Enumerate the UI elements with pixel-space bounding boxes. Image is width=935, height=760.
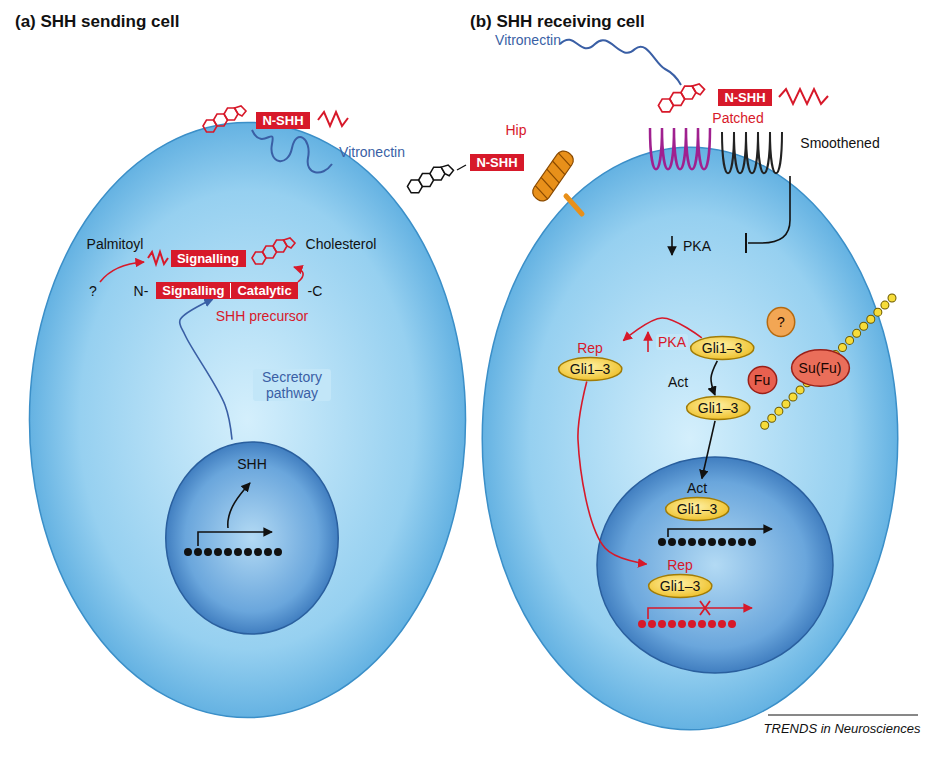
cholesterol-rings <box>407 165 453 193</box>
node-label: Rep <box>577 340 603 356</box>
gli-body: Gli1–3 <box>686 396 750 420</box>
protein-bar: N-SHH <box>256 112 310 129</box>
cell-membrane <box>25 110 470 730</box>
gli-body: Gli1–3 <box>558 357 622 381</box>
node-label: Act <box>687 480 707 496</box>
protein-bar: N-SHH <box>470 154 524 171</box>
text-label: Hip <box>505 122 526 138</box>
precursor-bar: Signalling Catalytic <box>156 282 298 299</box>
node-label: N-SHH <box>476 155 517 170</box>
text-label: TRENDS in Neurosciences <box>764 721 921 736</box>
node-label: Gli1–3 <box>698 400 738 416</box>
gli-ellipse <box>690 336 753 359</box>
protein-blob <box>748 367 776 394</box>
gli-body: Gli1–3 <box>648 574 712 598</box>
text-label: -C <box>308 283 323 299</box>
palmitoyl-chain <box>318 112 348 126</box>
node-label: Gli1–3 <box>702 340 742 356</box>
node-label: ? <box>777 314 785 330</box>
cell-membrane <box>29 122 465 717</box>
vitronectin-strand <box>560 40 681 85</box>
node-label: Catalytic <box>230 283 291 298</box>
gli-repressor: RepGli1–3 <box>648 557 713 598</box>
node-label: Signalling <box>162 283 224 298</box>
fu-protein: Fu <box>748 366 777 394</box>
palmitoyl-chain <box>779 89 828 104</box>
protein-bar: Signalling <box>171 250 246 267</box>
text-label: Smoothened <box>800 135 879 151</box>
sufu-protein: Su(Fu) <box>791 349 850 387</box>
text-label: Vitronectin <box>339 144 405 160</box>
gli-activator: ActGli1–3 <box>665 480 730 521</box>
nucleus: SHH <box>164 438 340 638</box>
text-label: SHH precursor <box>216 308 309 324</box>
hip-receptor <box>530 148 577 204</box>
protein-blob <box>767 308 794 337</box>
node-label: Gli1–3 <box>677 501 717 517</box>
node-label: Signalling <box>177 251 239 266</box>
cell-membrane <box>482 147 898 730</box>
gli-repressor: RepGli1–3 <box>558 340 623 381</box>
node-label: Gli1–3 <box>660 578 700 594</box>
gli-body: Gli1–3 <box>690 336 754 360</box>
node-label: Su(Fu) <box>799 360 842 376</box>
text-label: Vitronectin <box>495 32 561 48</box>
gene <box>642 620 742 628</box>
gli-protein: Gli1–3 <box>690 336 755 360</box>
transcription-arrow <box>668 529 772 537</box>
gli-ellipse <box>558 357 621 380</box>
protein-bar: N-SHH <box>718 89 772 106</box>
gli-ellipse <box>648 574 711 597</box>
text-label: PKA <box>683 238 711 254</box>
gli-body: Gli1–3 <box>665 497 729 521</box>
gene <box>662 538 762 546</box>
receiving-cell: Gli1–3?FuSu(Fu)RepGli1–3Gli1–3ActGli1–3R… <box>478 135 902 742</box>
text-label: N- <box>134 283 149 299</box>
node-label: (a) SHH sending cell <box>15 12 179 32</box>
cholesterol-rings <box>658 84 704 112</box>
inhibition-bar <box>745 233 747 253</box>
decrease-arrow <box>671 236 673 255</box>
protein-blob <box>791 350 849 386</box>
node-label: SHH <box>164 456 340 472</box>
sending-cell: N-SHHSignallingSignallingCatalyticSHH(a)… <box>25 110 470 730</box>
gli-activator: Gli1–3 <box>686 396 751 420</box>
increase-arrow <box>647 332 649 352</box>
block-cross <box>700 601 710 615</box>
nucleus <box>597 457 833 673</box>
edge-label: PKA <box>656 334 688 350</box>
edge-label: Secretory pathway <box>253 369 331 401</box>
edge-label: Act <box>666 374 690 390</box>
text-label: Patched <box>712 110 763 126</box>
text-label: Cholesterol <box>306 236 377 252</box>
gli-ellipse <box>686 396 749 419</box>
node-label: (b) SHH receiving cell <box>470 12 645 32</box>
cell-membrane <box>478 135 902 742</box>
node-label: N-SHH <box>724 90 765 105</box>
credit-rule <box>768 715 918 716</box>
text-label: ? <box>89 283 97 299</box>
ring-link <box>457 165 466 170</box>
node-label: Gli1–3 <box>570 361 610 377</box>
node-label: Fu <box>754 372 770 388</box>
text-label: Palmitoyl <box>87 236 144 252</box>
node-label: Rep <box>667 557 693 573</box>
node-label: N-SHH <box>262 113 303 128</box>
gli-ellipse <box>665 497 728 520</box>
unknown-protein: ? <box>767 307 795 337</box>
